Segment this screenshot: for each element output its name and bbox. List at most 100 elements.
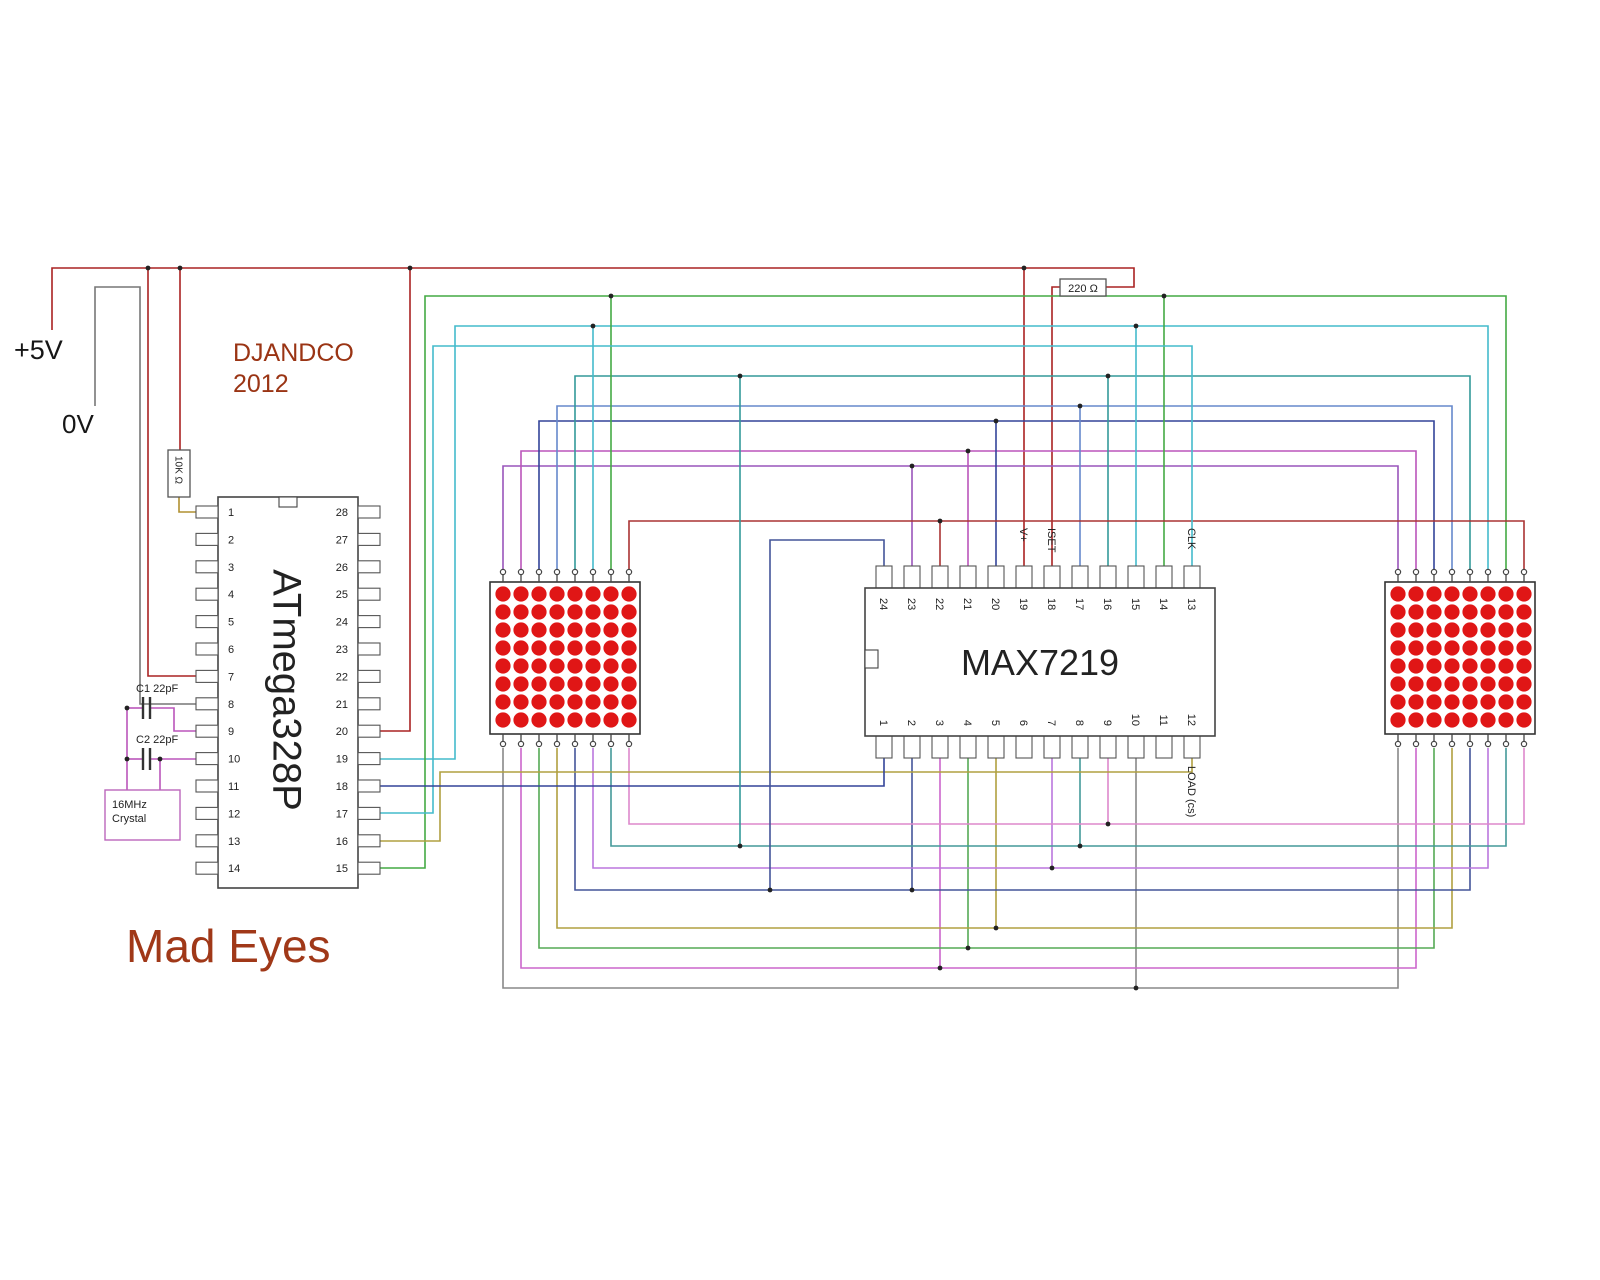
led	[513, 694, 529, 710]
wire	[147, 268, 196, 677]
wire	[628, 520, 1525, 571]
led	[621, 658, 637, 674]
matrix-pin	[1520, 568, 1528, 576]
max-pin-number: 2	[905, 720, 917, 726]
led	[1390, 640, 1406, 656]
max-pin-number: 3	[933, 720, 945, 726]
supply-0v-label: 0V	[62, 409, 94, 439]
junction-dot	[1049, 865, 1055, 871]
led	[585, 712, 601, 728]
matrix-pin	[1448, 740, 1456, 748]
led	[513, 586, 529, 602]
junction-dot	[909, 887, 915, 893]
max-notch	[864, 649, 879, 669]
junction-dot	[1105, 373, 1111, 379]
wire	[380, 268, 411, 732]
led	[531, 694, 547, 710]
atmega-pin-number: 18	[336, 781, 348, 793]
led	[567, 640, 583, 656]
led	[1498, 658, 1514, 674]
atmega-pin	[357, 724, 381, 738]
matrix-pin	[1484, 568, 1492, 576]
crystal-label: 16MHz	[112, 799, 147, 811]
atmega-pin	[357, 615, 381, 629]
wire	[520, 748, 1417, 969]
max-pin	[903, 565, 921, 589]
led	[603, 622, 619, 638]
wire	[380, 325, 1489, 760]
matrix-pin	[589, 568, 597, 576]
junction-dot	[157, 756, 163, 762]
led	[1480, 604, 1496, 620]
atmega-pin-number: 22	[336, 671, 348, 683]
junction-dot	[124, 705, 130, 711]
led	[1516, 604, 1532, 620]
led	[495, 586, 511, 602]
led	[1390, 694, 1406, 710]
junction-dot	[937, 518, 943, 524]
atmega-pin-number: 10	[228, 754, 240, 766]
led-matrix-right	[1384, 581, 1536, 735]
max-pin-number: 15	[1129, 598, 1141, 610]
supply-5v-label: +5V	[14, 335, 63, 365]
led	[513, 622, 529, 638]
wire	[502, 465, 1399, 571]
atmega-pin	[357, 505, 381, 519]
matrix-pin	[1430, 740, 1438, 748]
atmega-pin	[195, 697, 219, 711]
led	[531, 658, 547, 674]
led	[1444, 640, 1460, 656]
led	[1480, 676, 1496, 692]
led	[1480, 640, 1496, 656]
max-pin	[1127, 565, 1145, 589]
junction-dot	[965, 448, 971, 454]
atmega-pin-number: 14	[228, 863, 240, 875]
max-pin-number: 17	[1073, 598, 1085, 610]
led	[1516, 712, 1532, 728]
atmega-notch	[278, 496, 298, 508]
led	[567, 658, 583, 674]
wire	[380, 295, 1507, 869]
max-pin-number: 7	[1045, 720, 1057, 726]
max-pin	[1071, 735, 1089, 759]
atmega-pin-number: 28	[336, 507, 348, 519]
max-pin-number: 5	[989, 720, 1001, 726]
max-pin	[959, 735, 977, 759]
junction-dot	[177, 265, 183, 271]
resistor-10k	[167, 449, 191, 498]
led	[1426, 676, 1442, 692]
led	[585, 640, 601, 656]
crystal-label: Crystal	[112, 813, 146, 825]
led	[567, 676, 583, 692]
atmega-pin	[357, 669, 381, 683]
led	[567, 604, 583, 620]
led	[513, 712, 529, 728]
max-pin	[987, 565, 1005, 589]
led	[1390, 622, 1406, 638]
led	[531, 712, 547, 728]
led	[549, 640, 565, 656]
led	[603, 712, 619, 728]
led	[1426, 712, 1442, 728]
atmega-pin	[195, 724, 219, 738]
led	[495, 658, 511, 674]
led	[1498, 586, 1514, 602]
max-pin	[1071, 565, 1089, 589]
brand-line1: DJANDCO	[233, 339, 354, 367]
led	[603, 586, 619, 602]
wire	[150, 707, 196, 732]
led	[549, 604, 565, 620]
brand-line2: 2012	[233, 370, 289, 399]
matrix-pin	[553, 740, 561, 748]
led	[549, 676, 565, 692]
led	[1408, 640, 1424, 656]
wire	[769, 539, 885, 890]
led	[1408, 622, 1424, 638]
led	[603, 604, 619, 620]
led	[621, 712, 637, 728]
atmega-pin	[357, 861, 381, 875]
led	[549, 712, 565, 728]
led	[1426, 604, 1442, 620]
